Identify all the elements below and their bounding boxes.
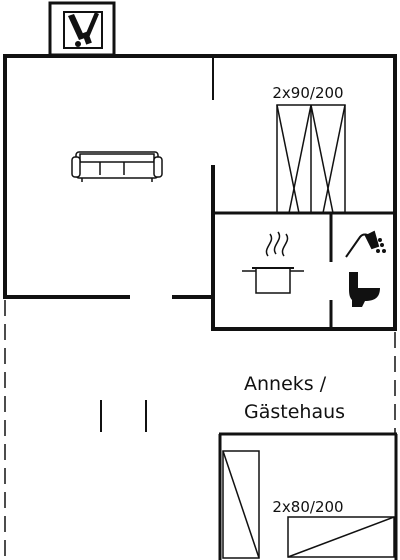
annex-label-line2: Gästehaus (244, 401, 345, 423)
main-house-walls (3, 54, 397, 331)
fireplace-icon (48, 1, 116, 57)
bed-size-label-main: 2x90/200 (272, 84, 343, 102)
bed-icon (276, 104, 346, 214)
cooking-pot-icon (242, 231, 304, 294)
annex-bed-icon (222, 450, 395, 559)
annex-outline (4, 300, 396, 560)
annex-bedroom-walls (218, 432, 398, 560)
sofa-icon (71, 151, 163, 182)
bed-size-label-annex: 2x80/200 (272, 498, 343, 516)
toilet-icon (349, 272, 380, 307)
shower-icon (345, 230, 386, 258)
annex-door-marks (100, 400, 147, 432)
annex-label-line1: Anneks / (244, 373, 327, 395)
